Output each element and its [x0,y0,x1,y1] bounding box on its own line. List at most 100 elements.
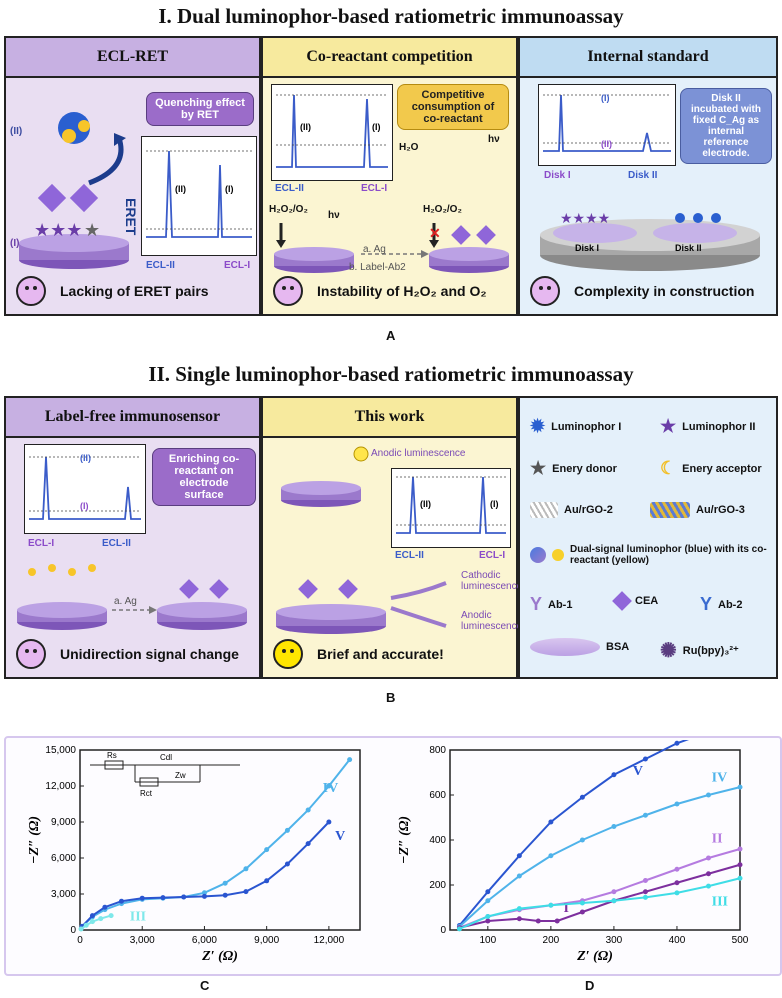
data-point [642,878,648,883]
ecl-chart: (II) (I) [141,136,257,256]
svg-text:ERET: ERET [123,198,139,236]
data-point [674,880,680,886]
legend-cea: CEA [612,591,658,611]
y-tick-label: 0 [70,925,76,936]
ecl-chart: (II) (I) [391,468,511,548]
svg-text:Disk I: Disk I [575,243,599,253]
data-point [516,853,522,859]
y-tick-label: 400 [429,835,446,846]
ecl2-label: ECL-II [146,260,175,271]
data-point [485,918,491,924]
data-point [485,898,491,904]
data-point [642,894,648,900]
x-tick-label: 3,000 [130,935,155,946]
y-tick-label: 9,000 [51,817,76,828]
series-label-II: II [712,831,723,846]
y-axis-label: −Z″ (Ω) [27,816,42,864]
panel-letter-d: D [585,978,595,993]
data-point [548,902,554,908]
sad-face-icon [16,639,46,669]
svg-text:★: ★ [84,220,100,240]
h2o2-label-left: H₂O₂/O₂ [269,204,308,215]
step-a-label: a. Ag [114,596,137,607]
plot-frame [79,749,361,931]
svg-text:(II): (II) [420,499,431,509]
ecl-ret-illustration: ERET ★★★ ★ [19,112,139,269]
svg-text:(I): (I) [372,122,381,132]
x-tick-label: 6,000 [192,935,217,946]
panel-coreactant: Co-reactant competition (II) (I) ECL-II … [261,36,518,316]
data-point [579,909,585,915]
data-point [516,873,522,879]
legend-luminophor-ii: ★Luminophor II [660,416,756,436]
ecl2-label: ECL-II [102,538,131,549]
data-point [284,861,290,867]
data-point [222,880,228,886]
svg-text:★★★★: ★★★★ [560,210,610,226]
data-point [160,895,166,901]
ecl1-label: ECL-I [224,260,251,271]
series-line-V [458,740,690,927]
data-point [611,824,617,829]
data-point [611,898,617,904]
data-point [611,772,617,778]
data-point [674,801,680,807]
data-point [611,889,617,895]
anodic-label: Anodic luminescence [371,448,466,459]
panel-footer: Unidirection signal change [16,639,239,669]
data-point [674,740,680,746]
svg-text:✕: ✕ [429,225,441,241]
callout-enriching: Enriching co-reactant on electrode surfa… [152,448,256,506]
data-point [326,819,332,825]
panel-title: This work [263,398,516,438]
svg-text:(I): (I) [225,184,234,194]
data-point [674,866,680,872]
y-tick-label: 3,000 [51,889,76,900]
section2-title: II. Single luminophor-based ratiometric … [148,362,634,386]
x-tick-label: 400 [669,935,686,946]
ecl1-label: ECL-I [479,550,506,561]
y-tick-label: 600 [429,790,446,801]
series-label-III: III [712,894,728,909]
data-point [102,904,108,910]
svg-text:Disk II: Disk II [675,243,702,253]
callout-competitive: Competitive consumption of co-reactant [397,84,509,130]
x-tick-label: 300 [606,935,623,946]
y-tick-label: 0 [440,925,446,936]
sun-icon: ✹ [530,416,546,436]
data-point [98,916,104,922]
section1-title: I. Dual luminophor-based ratiometric imm… [158,4,624,28]
ecl-chart: (II) (I) [24,444,146,534]
x-tick-label: 500 [732,935,749,946]
rs-resistor [104,760,124,770]
series-label-I: I [563,901,568,916]
x-axis-label: Z′ (Ω) [201,949,238,964]
step-b-label: b. Label-Ab2 [349,262,406,273]
data-point [554,918,560,924]
data-point [579,837,585,843]
ab1-icon: Y [530,594,543,614]
circuit-label-rct: Rct [140,789,153,798]
data-point [89,913,95,919]
legend-ru: ✺Ru(bpy)₃²⁺ [660,640,739,662]
panel-letter-a: A [386,328,396,343]
svg-text:★★★: ★★★ [34,220,82,240]
data-point [284,827,290,833]
data-point [139,895,145,901]
x-tick-label: 100 [479,935,496,946]
panel-title: Co-reactant competition [263,38,516,78]
svg-text:(I): (I) [601,93,610,103]
anodic-label-2: Anodic luminescence [461,610,523,632]
data-point [579,900,585,906]
ecl-chart: (I) (II) [538,84,676,166]
svg-text:(II): (II) [300,122,311,132]
panel-label-free: Label-free immunosensor (II) (I) ECL-I E… [4,396,261,679]
data-point [579,794,585,800]
legend-au-rgo-2: Au/rGO-2 [530,502,613,518]
data-point [516,906,522,912]
step-a-label: a. Ag [363,244,386,255]
ecl1-label: ECL-I [361,183,388,194]
